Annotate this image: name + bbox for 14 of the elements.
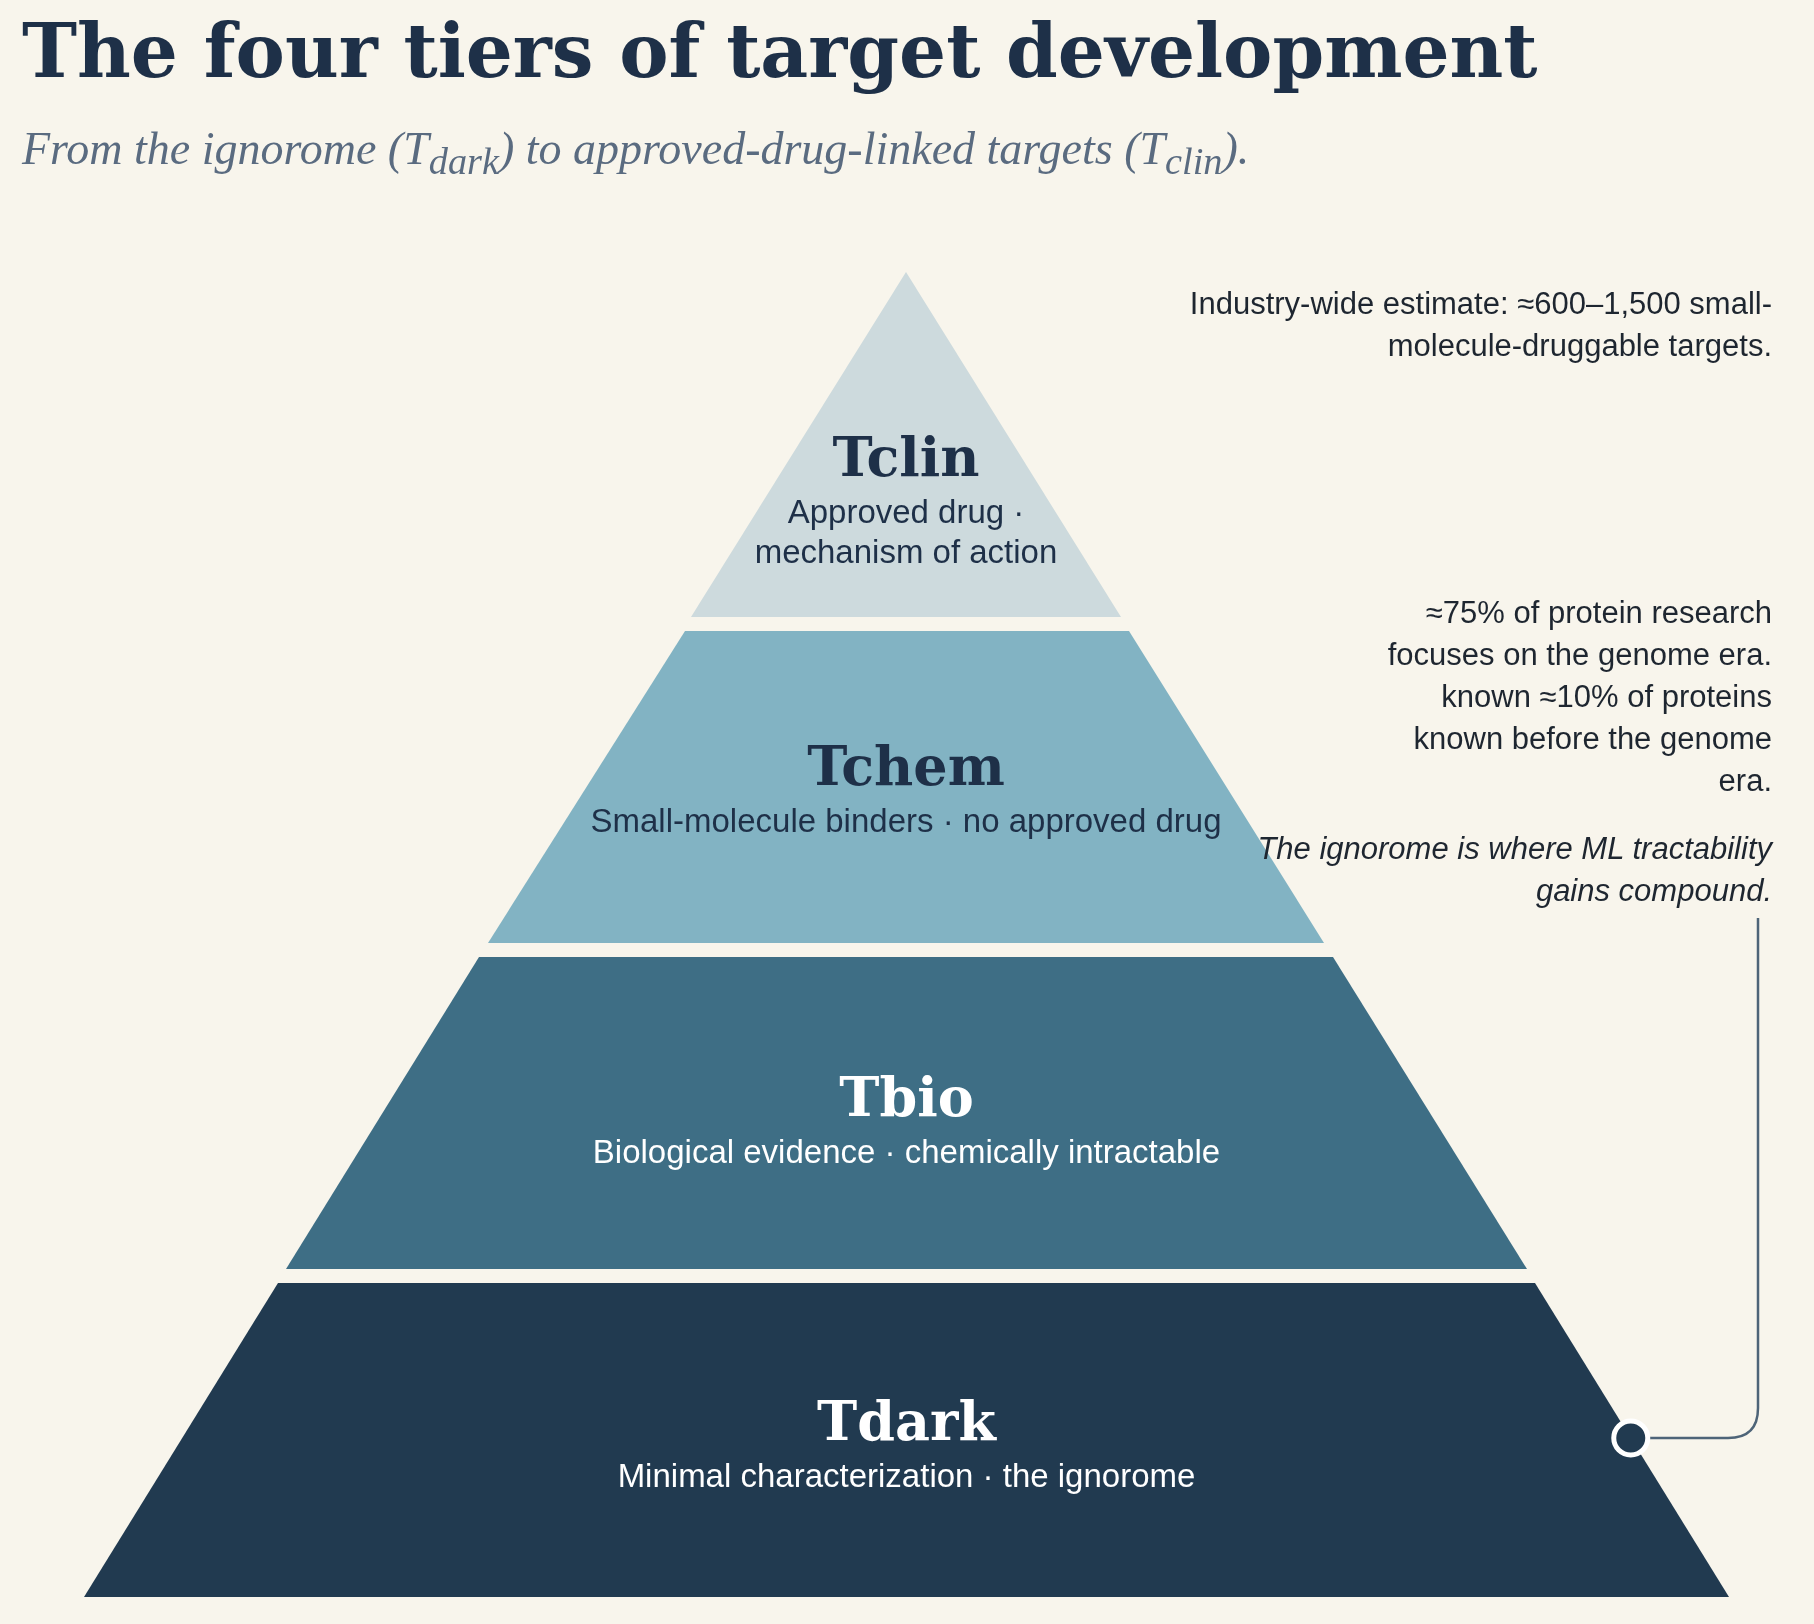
tier-name: Tdark [817,1388,996,1455]
title: The four tiers of target development [22,8,1538,94]
tier-description: Minimal characterization · the ignorome [617,1456,1196,1496]
tier-description: Approved drug · mechanism of action [753,492,1059,572]
tier-description: Small-molecule binders · no approved drug [590,801,1222,841]
subtitle: From the ignorome (T$_{dark}$) to approved-drug-linked targets (T$_{clin}$). [22,122,1250,184]
note-text: ≈75% of protein research focuses on the genome era. known ≈10% of proteins known before the genome era. [1386,594,1772,800]
leader-line [1611,918,1760,1458]
tier-name: Tchem [807,733,1005,800]
note-text: Industry-wide estimate: ≈600–1,500 small-molecule-druggable targets. [1188,285,1772,365]
tier-name: Tclin [832,424,980,491]
tier-name: Tbio [839,1064,974,1131]
note-text: The ignorome is where ML tractability gains compound. [1256,830,1772,910]
tier-description: Biological evidence · chemically intractable [592,1132,1221,1172]
